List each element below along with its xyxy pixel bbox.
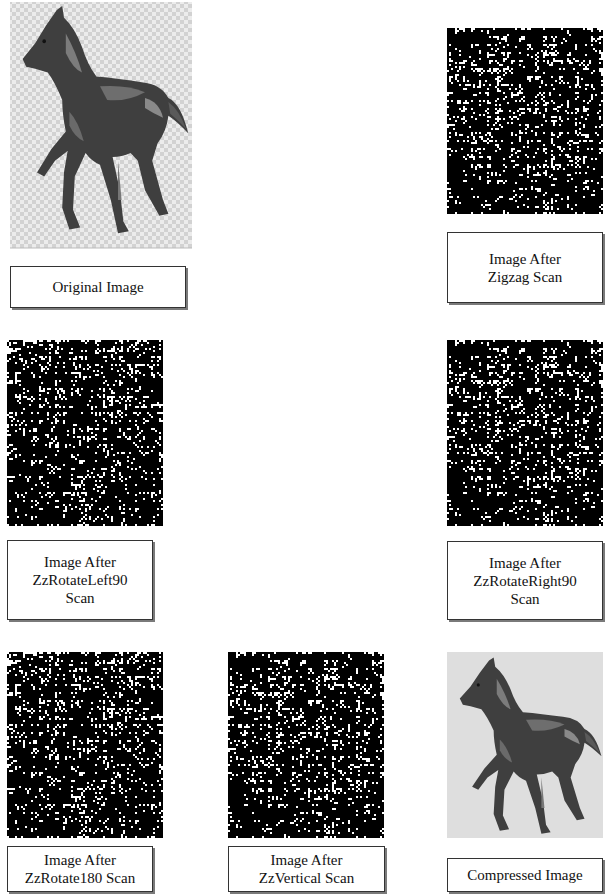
coefficient-dots <box>7 652 163 838</box>
coefficient-dots <box>7 340 163 526</box>
compressed-image <box>447 652 603 838</box>
caption-box: Original Image <box>10 266 186 308</box>
coefficient-dots <box>447 28 603 214</box>
caption-text: Image After ZzRotateLeft90 Scan <box>24 553 136 607</box>
caption-box: Image After ZzRotateLeft90 Scan <box>7 540 153 620</box>
rotate180-scan-image <box>7 652 163 838</box>
zigzag-scan-image <box>447 28 603 214</box>
original-image <box>10 2 192 248</box>
caption-text: Image After ZzVertical Scan <box>251 851 363 887</box>
coefficient-dots <box>228 652 384 838</box>
caption-box: Image After Zigzag Scan <box>447 232 603 303</box>
caption-text: Image After ZzRotate180 Scan <box>24 851 136 887</box>
caption-text: Image After Zigzag Scan <box>470 250 580 286</box>
caption-box: Image After ZzVertical Scan <box>228 846 385 892</box>
rotate-left90-scan-image <box>7 340 163 526</box>
vertical-scan-image <box>228 652 384 838</box>
caption-text: Compressed Image <box>455 866 595 884</box>
caption-box: Compressed Image <box>447 858 603 892</box>
rotate-right90-scan-image <box>447 340 603 526</box>
coefficient-dots <box>447 340 603 526</box>
caption-text: Image After ZzRotateRight90 Scan <box>466 554 584 608</box>
caption-text: Original Image <box>18 278 178 296</box>
caption-box: Image After ZzRotate180 Scan <box>7 846 153 892</box>
caption-box: Image After ZzRotateRight90 Scan <box>447 541 603 620</box>
